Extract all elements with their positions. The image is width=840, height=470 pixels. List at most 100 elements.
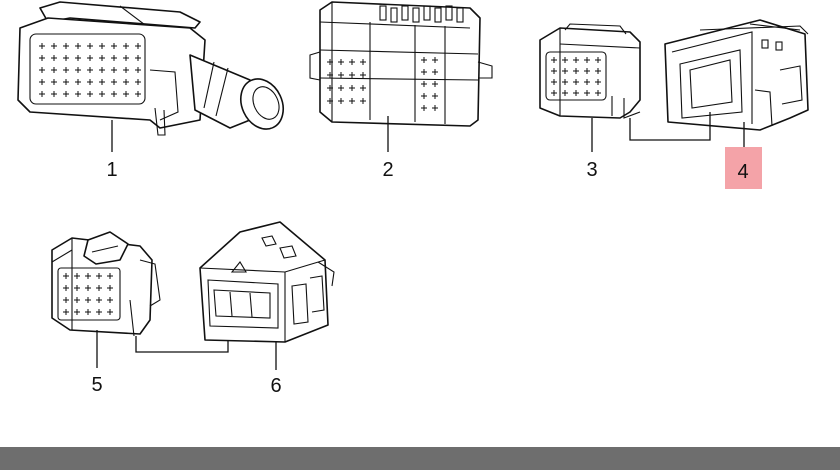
- pin-mark: [584, 79, 590, 85]
- pin-mark: [327, 72, 333, 78]
- rectangular-housing-part-6[interactable]: [199, 221, 335, 343]
- pin-mark: [51, 43, 57, 49]
- pin-mark: [421, 57, 427, 63]
- pin-mark: [85, 297, 91, 303]
- pin-mark: [360, 98, 366, 104]
- pin-mark: [75, 55, 81, 61]
- pin-mark: [96, 309, 102, 315]
- pin-mark: [107, 273, 113, 279]
- pin-mark: [123, 43, 129, 49]
- pin-mark: [111, 91, 117, 97]
- pin-mark: [87, 55, 93, 61]
- selected-callout-highlight: [725, 147, 762, 189]
- pin-mark: [51, 79, 57, 85]
- pin-mark: [360, 59, 366, 65]
- pin-mark: [39, 43, 45, 49]
- pin-mark: [584, 57, 590, 63]
- pin-mark: [562, 68, 568, 74]
- pin-mark: [573, 68, 579, 74]
- pin-mark: [39, 55, 45, 61]
- pin-mark: [432, 57, 438, 63]
- pin-mark: [135, 67, 141, 73]
- pin-mark: [74, 273, 80, 279]
- pin-mark: [123, 67, 129, 73]
- pin-mark: [123, 91, 129, 97]
- pin-mark: [99, 79, 105, 85]
- pin-mark: [74, 285, 80, 291]
- pin-mark: [135, 91, 141, 97]
- pin-mark: [595, 79, 601, 85]
- pin-mark: [327, 85, 333, 91]
- pin-mark: [573, 90, 579, 96]
- connector-pair-link-5-6: [135, 336, 229, 353]
- pin-mark: [51, 91, 57, 97]
- pin-mark: [74, 297, 80, 303]
- pin-mark: [360, 72, 366, 78]
- pin-mark: [74, 309, 80, 315]
- pin-mark: [63, 67, 69, 73]
- pin-mark: [87, 79, 93, 85]
- pin-mark: [63, 309, 69, 315]
- pin-mark: [96, 273, 102, 279]
- slot-mark: [412, 7, 420, 23]
- pin-mark: [349, 98, 355, 104]
- pin-mark: [360, 85, 366, 91]
- latch-connector-part-5[interactable]: [51, 231, 161, 337]
- pin-mark: [135, 55, 141, 61]
- pin-mark: [584, 90, 590, 96]
- pin-mark: [99, 67, 105, 73]
- pin-mark: [421, 69, 427, 75]
- connector-housing-part-1[interactable]: [17, 1, 291, 136]
- pin-mark: [87, 43, 93, 49]
- pin-mark: [562, 79, 568, 85]
- pin-mark: [75, 79, 81, 85]
- pin-mark: [107, 309, 113, 315]
- pin-mark: [111, 79, 117, 85]
- callout-5[interactable]: 5: [91, 374, 102, 396]
- pin-mark: [51, 67, 57, 73]
- pin-mark: [107, 297, 113, 303]
- pin-mark: [75, 43, 81, 49]
- pin-mark: [349, 85, 355, 91]
- pin-mark: [421, 105, 427, 111]
- callout-1[interactable]: 1: [106, 159, 117, 181]
- pin-mark: [85, 273, 91, 279]
- pin-mark: [327, 98, 333, 104]
- pin-mark: [551, 68, 557, 74]
- callout-6[interactable]: 6: [270, 375, 281, 397]
- slot-mark: [423, 5, 431, 21]
- pin-mark: [551, 90, 557, 96]
- pin-mark: [421, 81, 427, 87]
- pin-mark: [432, 105, 438, 111]
- slot-mark: [379, 5, 387, 21]
- pin-mark: [551, 79, 557, 85]
- pin-mark: [551, 57, 557, 63]
- pin-mark: [107, 285, 113, 291]
- pin-mark: [573, 57, 579, 63]
- pin-mark: [63, 79, 69, 85]
- pin-connector-part-3[interactable]: [539, 23, 641, 119]
- connector-block-part-2[interactable]: [309, 1, 493, 127]
- pin-mark: [349, 59, 355, 65]
- pin-mark: [39, 79, 45, 85]
- pin-mark: [63, 297, 69, 303]
- pin-mark: [421, 93, 427, 99]
- pin-mark: [595, 68, 601, 74]
- pin-mark: [338, 85, 344, 91]
- pin-mark: [432, 81, 438, 87]
- slot-mark: [445, 5, 453, 21]
- slot-mark: [390, 7, 398, 23]
- slot-mark: [456, 7, 464, 23]
- connector-pair-link-3-4: [629, 112, 711, 141]
- pin-mark: [338, 59, 344, 65]
- callout-2[interactable]: 2: [382, 159, 393, 181]
- pin-mark: [562, 57, 568, 63]
- pin-mark: [63, 273, 69, 279]
- pin-mark: [111, 67, 117, 73]
- socket-housing-part-4[interactable]: [664, 19, 809, 131]
- pin-mark: [63, 55, 69, 61]
- callout-3[interactable]: 3: [586, 159, 597, 181]
- pin-mark: [562, 90, 568, 96]
- callout-4[interactable]: 4: [737, 161, 748, 183]
